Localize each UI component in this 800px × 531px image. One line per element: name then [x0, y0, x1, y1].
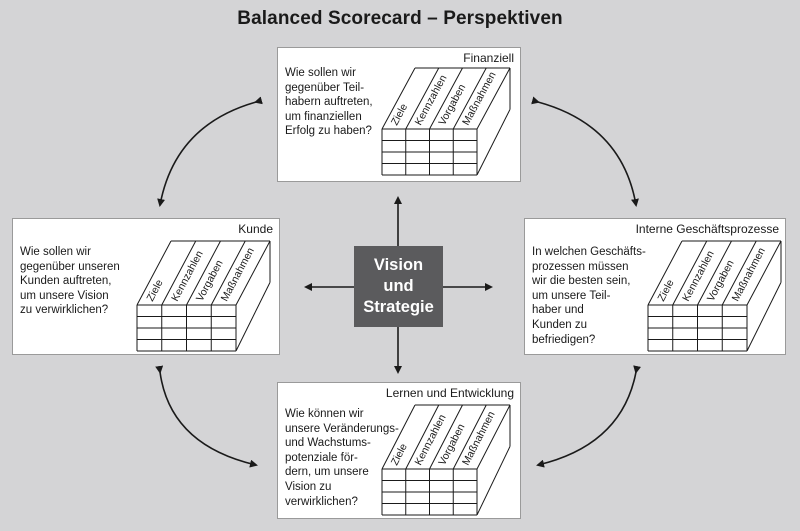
- grid-diagonal: [429, 67, 463, 130]
- perspective-kunde: Kunde Wie sollen wir gegenüber unseren K…: [12, 218, 280, 355]
- grid-diagonal: [136, 240, 172, 306]
- column-label-1: Ziele: [144, 278, 165, 304]
- perspective-question: Wie können wir unsere Veränderungs- und …: [285, 408, 399, 508]
- grid-diagonal: [186, 240, 221, 306]
- perspective-question: In welchen Geschäfts- prozessen müssen w…: [532, 246, 646, 346]
- column-label-4: Maßnahmen: [460, 409, 498, 467]
- perspective-intern: Interne Geschäftsprozesse In welchen Ges…: [524, 218, 786, 355]
- grid-diagonal: [381, 67, 416, 130]
- perspective-title: Kunde: [238, 222, 273, 236]
- grid-diagonal: [721, 240, 757, 306]
- perspective-title: Finanziell: [463, 51, 514, 65]
- grid-diagonal: [672, 240, 708, 306]
- grid-diagonal: [161, 240, 197, 306]
- grid-side-bottom: [746, 282, 782, 352]
- grid-diagonal: [405, 67, 440, 130]
- grid-diagonal: [746, 240, 782, 306]
- perspective-question: Wie sollen wir gegenüber unseren Kunden …: [20, 246, 120, 317]
- vision-strategy-block: Vision und Strategie: [354, 246, 443, 327]
- grid-diagonal: [235, 240, 271, 306]
- diagram-title: Balanced Scorecard – Perspektiven: [237, 8, 563, 29]
- grid-side-bottom: [235, 282, 271, 352]
- perspective-question: Wie sollen wir gegenüber Teil- habern au…: [285, 67, 373, 138]
- perspective-finanziell: Finanziell Wie sollen wir gegenüber Teil…: [277, 47, 521, 182]
- grid-diagonal: [210, 240, 246, 306]
- column-label-1: Ziele: [389, 442, 410, 468]
- perspective-title: Lernen und Entwicklung: [385, 386, 514, 400]
- curved-arrow-kunde-lernen: [155, 365, 258, 468]
- column-label-1: Ziele: [655, 278, 676, 304]
- center-line-3: Strategie: [363, 298, 434, 316]
- grid-diagonal: [697, 240, 732, 306]
- column-label-1: Ziele: [389, 102, 410, 128]
- curved-arrow-finanziell-intern: [531, 96, 639, 207]
- center-line-1: Vision: [373, 256, 424, 274]
- grid-side-bottom: [476, 109, 511, 176]
- perspective-lernen: Lernen und Entwicklung Wie können wir un…: [277, 382, 521, 519]
- grid-diagonal: [405, 404, 440, 470]
- grid-diagonal: [452, 404, 487, 470]
- curved-arrow-intern-lernen: [536, 365, 642, 468]
- grid-diagonal: [476, 404, 511, 470]
- center-line-2: und: [383, 277, 414, 295]
- grid-diagonal: [381, 404, 416, 470]
- grid-diagonal: [647, 240, 683, 306]
- grid-diagonal: [476, 67, 511, 130]
- grid-side-bottom: [476, 446, 511, 516]
- grid-diagonal: [452, 67, 487, 130]
- perspective-title: Interne Geschäftsprozesse: [635, 222, 779, 236]
- grid-diagonal: [429, 404, 463, 470]
- curved-arrow-finanziell-kunde: [157, 96, 263, 207]
